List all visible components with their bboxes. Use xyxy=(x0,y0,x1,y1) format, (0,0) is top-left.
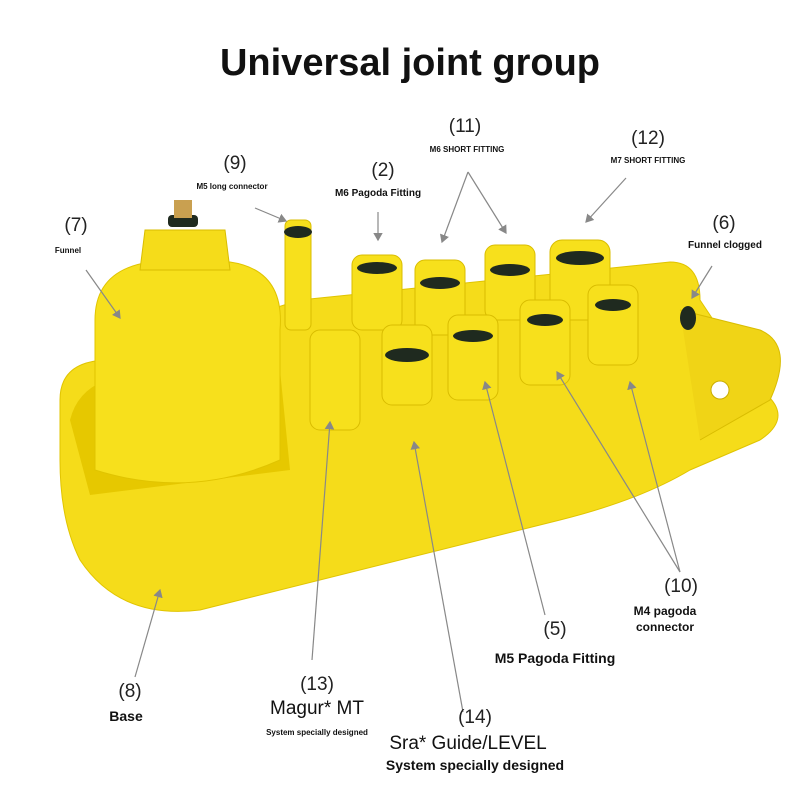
label-13-text: Magur* MT xyxy=(270,698,364,719)
label-6-text: Funnel clogged xyxy=(688,240,762,251)
label-2-number: (2) xyxy=(371,160,395,181)
label-10-text-line2: connector xyxy=(635,620,695,634)
label-13-subtext: System specially designed xyxy=(266,728,368,737)
label-11-text: M6 SHORT FITTING xyxy=(429,145,505,154)
label-6-number: (6) xyxy=(712,213,736,234)
label-8-number: (8) xyxy=(118,681,142,702)
label-13-number: (13) xyxy=(300,674,334,695)
page-title: Universal joint group xyxy=(219,42,601,84)
label-11-number: (11) xyxy=(448,116,482,137)
label-14-text: Sra* Guide/LEVEL xyxy=(389,733,547,754)
label-12-text: M7 SHORT FITTING xyxy=(610,156,686,165)
label-14-number: (14) xyxy=(458,707,492,728)
funnel xyxy=(94,200,281,484)
label-12-number: (12) xyxy=(631,128,665,149)
label-10-number: (10) xyxy=(664,576,698,597)
fittings xyxy=(284,219,696,431)
label-9-number: (9) xyxy=(223,153,247,174)
pointer-arrows xyxy=(85,171,713,713)
label-5-number: (5) xyxy=(543,619,567,640)
label-2-text: M6 Pagoda Fitting xyxy=(334,188,422,199)
label-14-subtext: System specially designed xyxy=(385,757,565,773)
label-10-text-line1: M4 pagoda xyxy=(633,604,697,618)
label-7-text: Funnel xyxy=(54,246,82,255)
label-9-text: M5 long connector xyxy=(196,182,268,191)
label-5-text: M5 Pagoda Fitting xyxy=(494,650,616,666)
label-7-number: (7) xyxy=(64,215,88,236)
label-8-text: Base xyxy=(109,708,143,724)
